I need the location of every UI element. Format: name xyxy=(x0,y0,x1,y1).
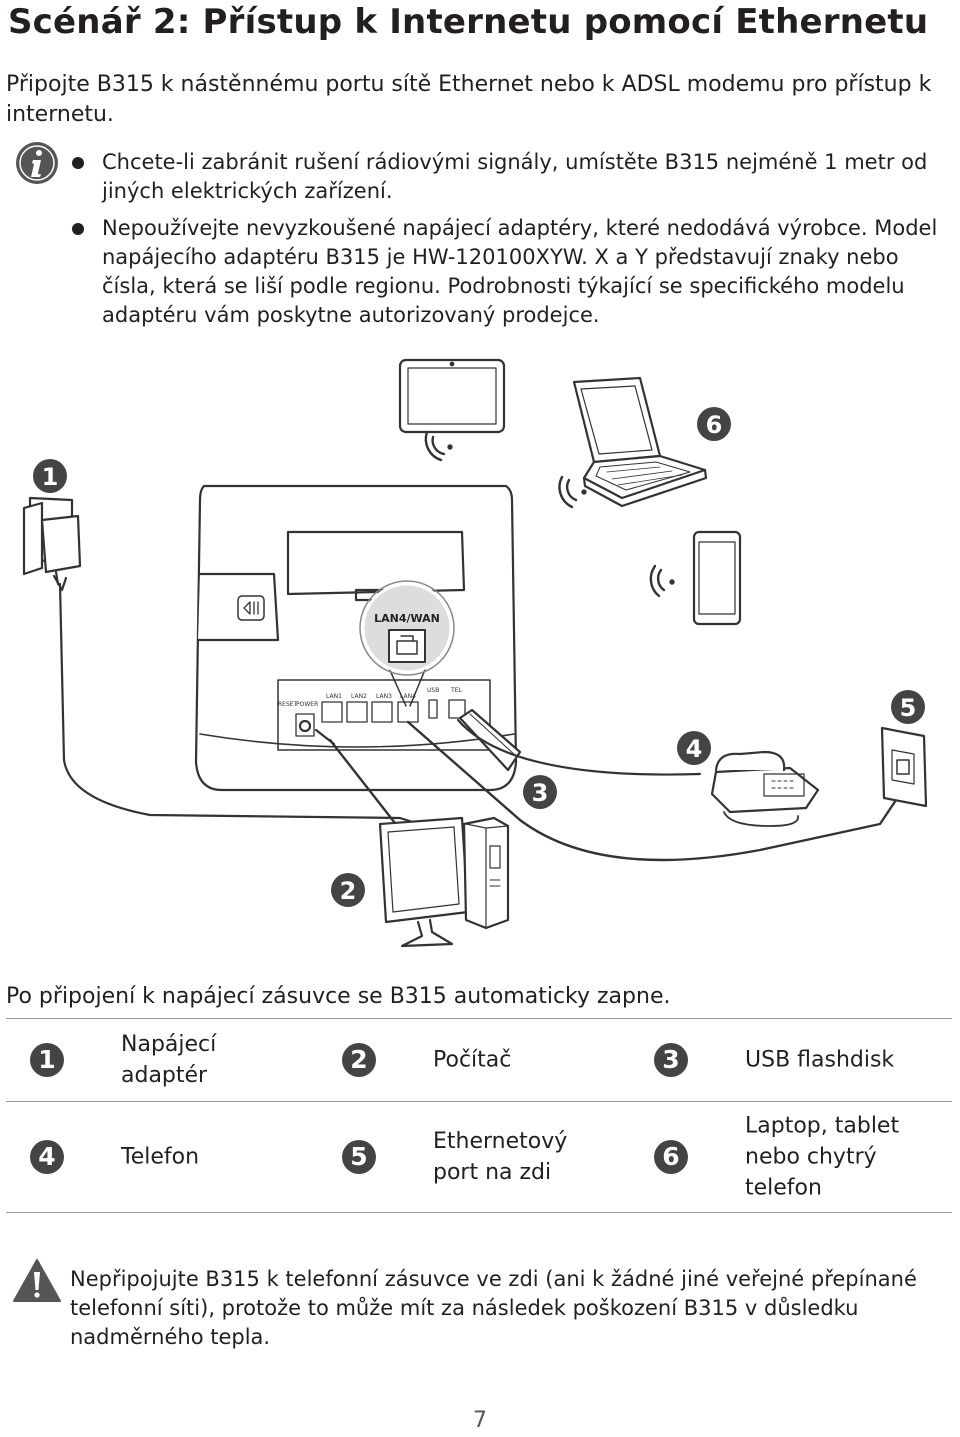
wall-ethernet-port xyxy=(880,726,928,808)
legend-item: 5 Ethernetový port na zdi xyxy=(318,1102,630,1212)
smartphone-device xyxy=(692,530,742,626)
lan3-label: LAN3 xyxy=(376,693,392,700)
router-port-labels: RESET POWER LAN1 LAN2 LAN3 LAN4 USB TEL xyxy=(278,687,462,708)
legend-item: 6 Laptop, tablet nebo chytrý telefon xyxy=(630,1102,952,1212)
usb-label: USB xyxy=(427,687,439,694)
tel-label: TEL xyxy=(450,687,462,694)
wireless-signal-icon xyxy=(649,564,675,598)
legend-label: Napájecí adaptér xyxy=(121,1032,217,1088)
legend-item: 3 USB flashdisk xyxy=(630,1019,952,1101)
legend-number: 2 xyxy=(342,1043,376,1077)
svg-text:6: 6 xyxy=(706,411,723,439)
power-label: POWER xyxy=(296,701,318,708)
bullet-icon xyxy=(72,223,84,235)
warning-text: Nepřipojujte B315 k telefonní zásuvce ve… xyxy=(70,1267,917,1349)
lan4-label: LAN4 xyxy=(400,693,416,700)
legend-item: 2 Počítač xyxy=(318,1019,630,1101)
page-number: 7 xyxy=(473,1408,487,1433)
desktop-computer xyxy=(378,816,510,948)
callout-4: 4 xyxy=(677,731,711,765)
svg-text:3: 3 xyxy=(532,779,549,807)
lan1-label: LAN1 xyxy=(326,693,342,700)
legend-number: 4 xyxy=(30,1140,64,1174)
diagram-callouts: 1 2 3 4 5 6 xyxy=(33,407,925,907)
telephone xyxy=(710,750,820,827)
callout-1: 1 xyxy=(33,459,67,493)
laptop-device xyxy=(572,376,708,508)
legend-label: Počítač xyxy=(433,1047,512,1073)
legend-number: 1 xyxy=(30,1043,64,1077)
legend-number: 5 xyxy=(342,1140,376,1174)
note-item: Chcete-li zabránit rušení rádiovými sign… xyxy=(72,148,952,206)
svg-text:2: 2 xyxy=(340,877,357,905)
info-icon xyxy=(16,142,58,184)
intro-paragraph: Připojte B315 k nástěnnému portu sítě Et… xyxy=(6,72,932,127)
callout-5: 5 xyxy=(891,690,925,724)
after-connect-note: Po připojení k napájecí zásuvce se B315 … xyxy=(6,984,671,1009)
legend-row: 1 Napájecí adaptér 2 Počítač 3 USB flash… xyxy=(6,1019,952,1102)
svg-text:4: 4 xyxy=(686,735,703,763)
port-highlight-label: LAN4/WAN xyxy=(374,612,440,625)
usb-flashdisk xyxy=(458,708,522,772)
legend-label: Laptop, tablet nebo chytrý telefon xyxy=(745,1113,900,1201)
wireless-signal-icon xyxy=(558,475,587,509)
legend-row: 4 Telefon 5 Ethernetový port na zdi 6 La… xyxy=(6,1102,952,1213)
legend-number: 6 xyxy=(654,1140,688,1174)
note-item: Nepoužívejte nevyzkoušené napájecí adapt… xyxy=(72,214,952,330)
callout-3: 3 xyxy=(523,775,557,809)
notes-list: Chcete-li zabránit rušení rádiovými sign… xyxy=(72,148,952,338)
tablet-device xyxy=(398,358,506,434)
callout-2: 2 xyxy=(331,873,365,907)
svg-text:1: 1 xyxy=(42,463,59,491)
legend-label: Telefon xyxy=(121,1144,200,1170)
wireless-signal-icon xyxy=(424,430,453,462)
legend-number: 3 xyxy=(654,1043,688,1077)
legend-table: 1 Napájecí adaptér 2 Počítač 3 USB flash… xyxy=(6,1018,952,1213)
legend-label: Ethernetový port na zdi xyxy=(433,1129,568,1185)
bullet-icon xyxy=(72,157,84,169)
reset-label: RESET xyxy=(278,701,298,708)
connection-diagram: RESET POWER LAN1 LAN2 LAN3 LAN4 USB TEL … xyxy=(22,358,928,948)
callout-6: 6 xyxy=(697,407,731,441)
warning-icon xyxy=(13,1259,61,1302)
legend-label: USB flashdisk xyxy=(745,1047,895,1073)
router-device xyxy=(194,484,518,792)
legend-item: 1 Napájecí adaptér xyxy=(6,1019,318,1101)
legend-item: 4 Telefon xyxy=(6,1102,318,1212)
page-title: Scénář 2: Přístup k Internetu pomocí Eth… xyxy=(8,2,929,42)
svg-text:5: 5 xyxy=(900,694,917,722)
lan-wan-port-highlight xyxy=(359,580,455,707)
lan2-label: LAN2 xyxy=(351,693,367,700)
power-adapter xyxy=(22,496,472,842)
